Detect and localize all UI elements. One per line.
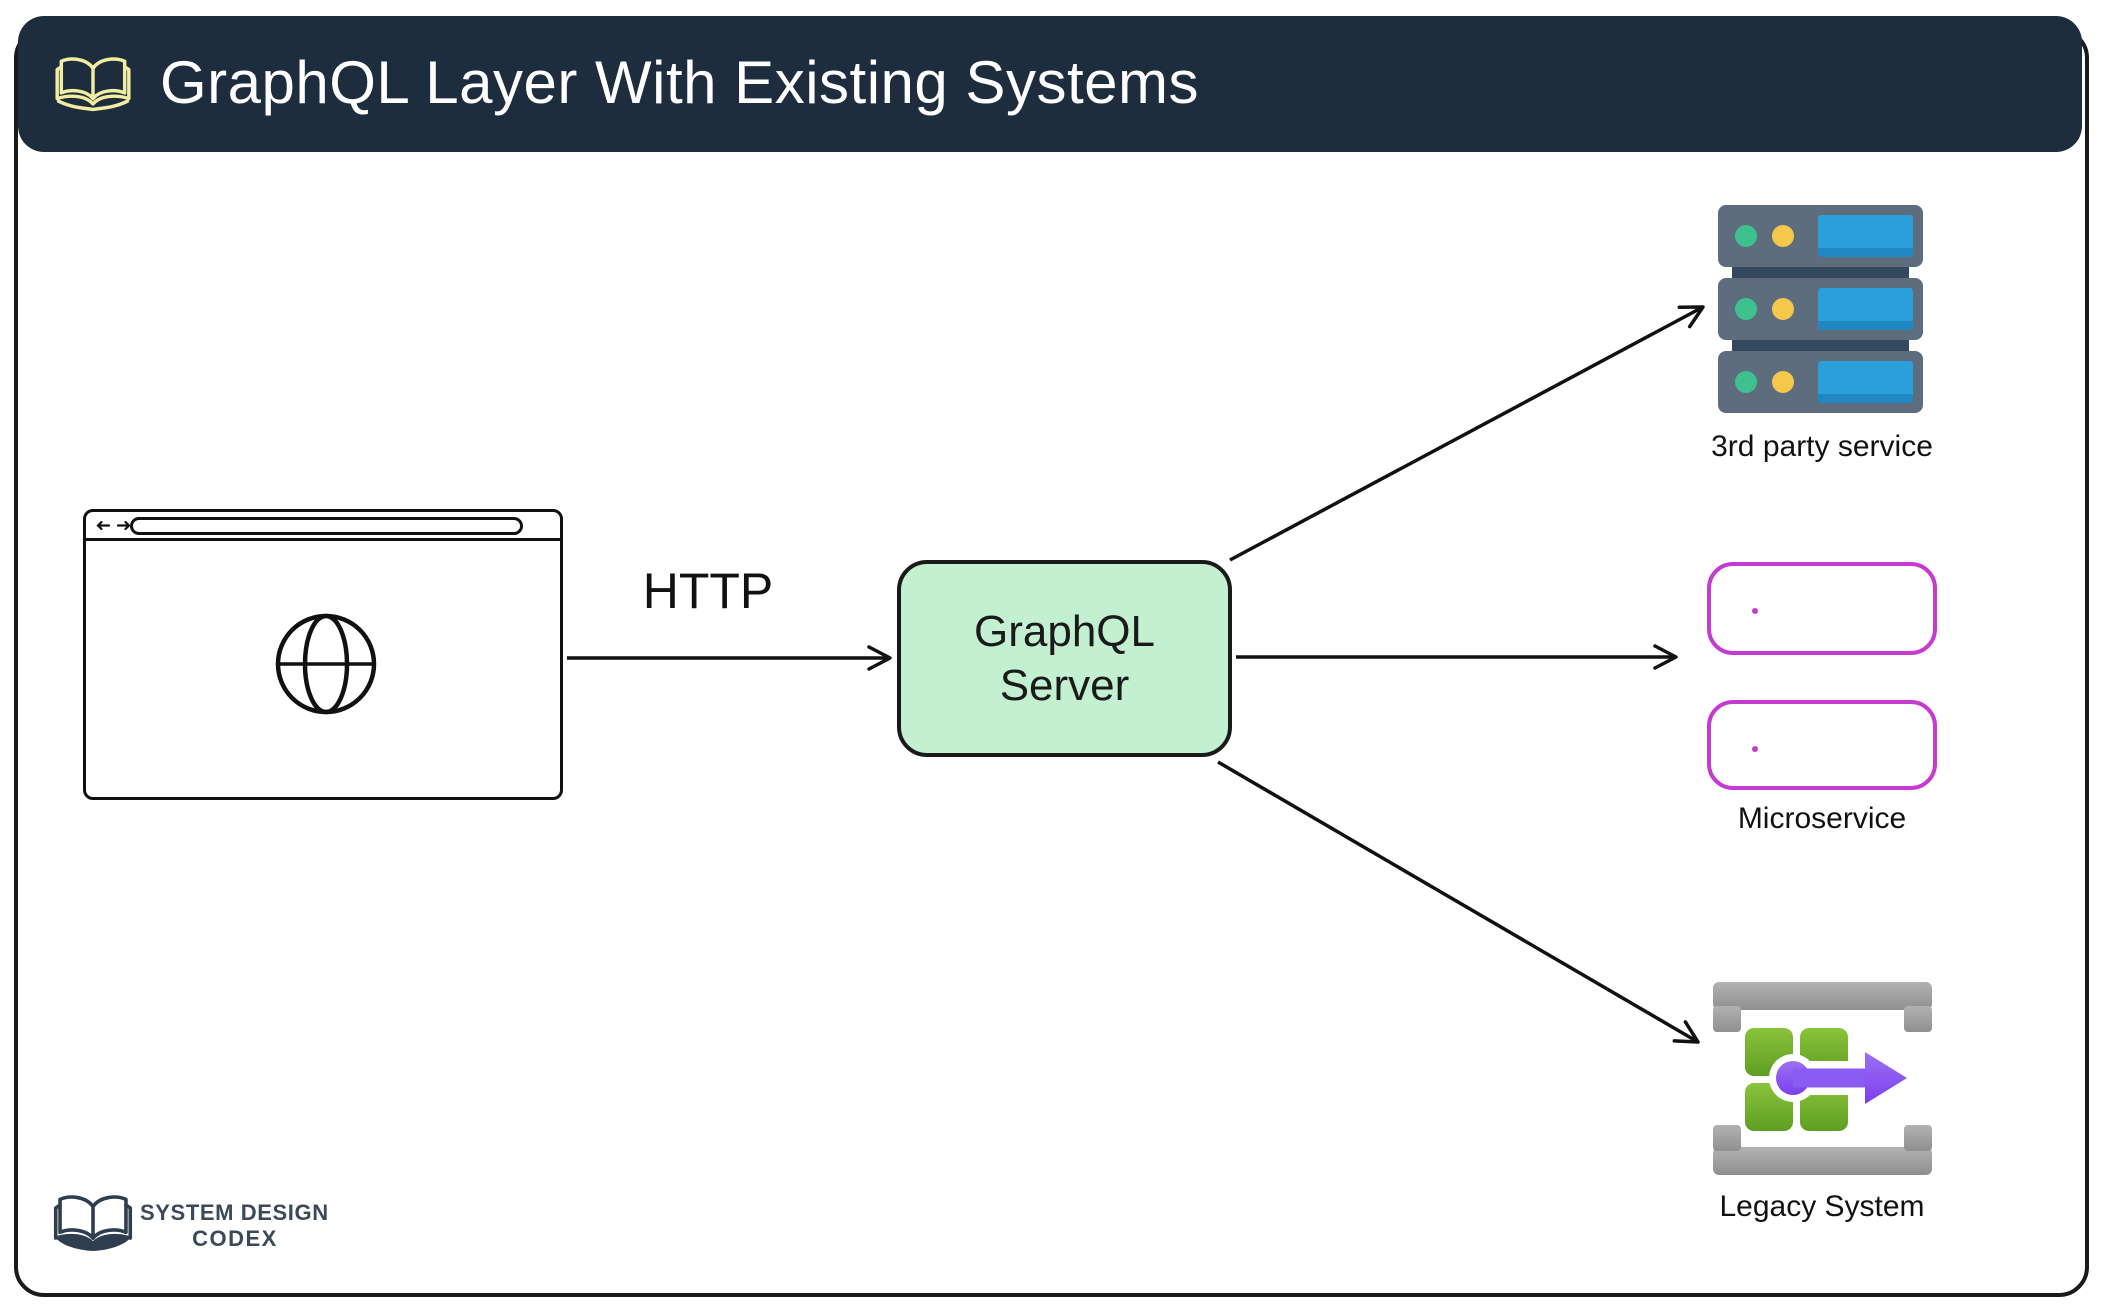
led-green-icon (1735, 225, 1757, 247)
open-book-icon (55, 57, 131, 112)
header-bar: GraphQL Layer With Existing Systems (18, 16, 2082, 152)
led-green-icon (1735, 298, 1757, 320)
server-stack-icon (1718, 205, 1923, 413)
graphql-server-label-line2: Server (999, 660, 1130, 710)
rack-unit (1718, 205, 1923, 267)
microservice-box-1 (1707, 562, 1937, 655)
http-label: HTTP (642, 563, 774, 619)
legacy-label: Legacy System (1719, 1190, 1925, 1223)
rack-panel (1818, 288, 1913, 330)
led-yellow-icon (1772, 225, 1794, 247)
browser-window (83, 509, 563, 800)
rack-panel (1818, 215, 1913, 257)
legacy-purple-arrow (1769, 1044, 1915, 1112)
rack-unit (1718, 278, 1923, 340)
microservice-label: Microservice (1737, 802, 1907, 835)
legacy-bracket-frame (1713, 982, 1932, 1175)
logo-book-icon (53, 1195, 133, 1251)
page-title: GraphQL Layer With Existing Systems (160, 48, 1199, 116)
microservice-dot (1752, 608, 1758, 614)
logo-text: SYSTEM DESIGN CODEX (140, 1200, 330, 1252)
led-yellow-icon (1772, 298, 1794, 320)
rack-panel (1818, 361, 1913, 403)
legacy-system-icon (1713, 982, 1932, 1175)
address-bar (130, 517, 523, 535)
led-yellow-icon (1772, 371, 1794, 393)
globe-icon (275, 613, 377, 715)
logo-line1: SYSTEM DESIGN (140, 1200, 329, 1225)
browser-toolbar (86, 512, 560, 541)
graphql-server-label-line1: GraphQL (974, 606, 1155, 656)
led-green-icon (1735, 371, 1757, 393)
third-party-label: 3rd party service (1711, 430, 1933, 463)
microservice-dot (1752, 746, 1758, 752)
logo-line2: CODEX (192, 1226, 278, 1251)
graphql-server-node: GraphQL Server (897, 560, 1232, 757)
microservice-box-2 (1707, 700, 1937, 790)
rack-unit (1718, 351, 1923, 413)
back-forward-arrows-icon (96, 520, 131, 530)
